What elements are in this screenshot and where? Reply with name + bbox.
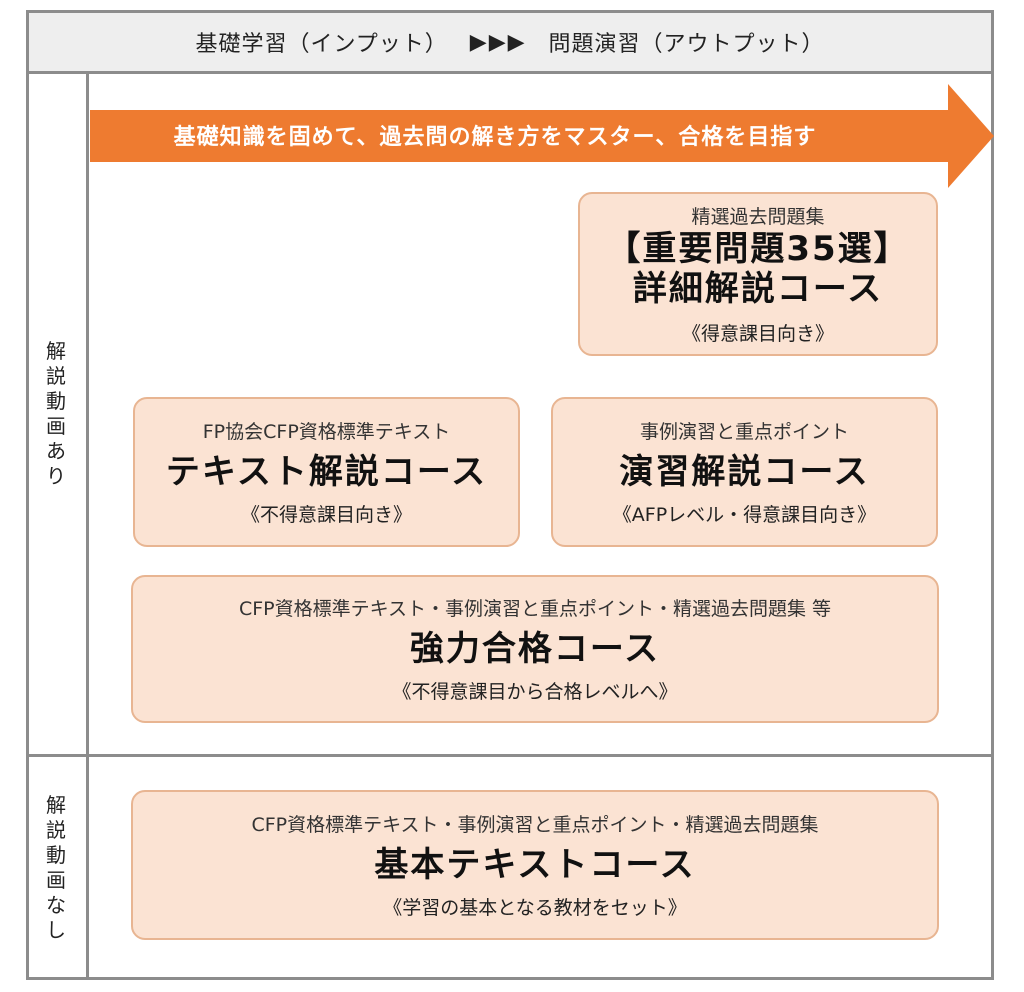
detailed-course-title-line2: 詳細解説コース [632, 269, 884, 309]
practice-course-title: 演習解説コース [619, 452, 870, 492]
detailed-course-title-line1: 【重要問題35選】 [606, 229, 910, 269]
goal-arrow-banner [90, 84, 994, 188]
detailed-course-material: 精選過去問題集 [691, 206, 825, 228]
practice-course-target: 《AFPレベル・得意課目向き》 [612, 504, 877, 526]
intensive-course-title: 強力合格コース [409, 629, 661, 669]
practice-course-box: 事例演習と重点ポイント 演習解説コース 《AFPレベル・得意課目向き》 [551, 397, 938, 547]
text-course-title: テキスト解説コース [165, 452, 488, 492]
phase-arrows-icon: ▶▶▶ [469, 29, 527, 55]
basic-course-material: CFP資格標準テキスト・事例演習と重点ポイント・精選過去問題集 [251, 814, 819, 836]
detailed-course-box: 精選過去問題集 【重要問題35選】 詳細解説コース 《得意課目向き》 [578, 192, 938, 356]
basic-course-box: CFP資格標準テキスト・事例演習と重点ポイント・精選過去問題集 基本テキストコー… [131, 790, 939, 940]
orange-arrow-icon [90, 84, 994, 188]
section-label-without-video: 解 説 動 画 な し [46, 792, 66, 942]
text-course-box: FP協会CFP資格標準テキスト テキスト解説コース 《不得意課目向き》 [133, 397, 520, 547]
section-divider [26, 754, 994, 757]
intensive-course-material: CFP資格標準テキスト・事例演習と重点ポイント・精選過去問題集 等 [238, 598, 832, 620]
goal-banner-text: 基礎知識を固めて、過去問の解き方をマスター、合格を目指す [173, 125, 817, 150]
text-course-material: FP協会CFP資格標準テキスト [202, 421, 451, 443]
label-column-divider [86, 72, 89, 978]
detailed-course-target: 《得意課目向き》 [681, 323, 834, 345]
text-course-target: 《不得意課目向き》 [240, 504, 412, 526]
phase-input-label: 基礎学習（インプット） [195, 32, 448, 57]
basic-course-title: 基本テキストコース [374, 845, 696, 885]
section-label-with-video: 解 説 動 画 あ り [46, 339, 66, 488]
basic-course-target: 《学習の基本となる教材をセット》 [383, 897, 687, 919]
phase-output-label: 問題演習（アウトプット） [548, 32, 825, 57]
intensive-course-box: CFP資格標準テキスト・事例演習と重点ポイント・精選過去問題集 等 強力合格コー… [131, 575, 939, 723]
intensive-course-target: 《不得意課目から合格レベルへ》 [392, 681, 678, 703]
practice-course-material: 事例演習と重点ポイント [639, 421, 849, 443]
phase-header: 基礎学習（インプット） ▶▶▶ 問題演習（アウトプット） [26, 10, 994, 74]
